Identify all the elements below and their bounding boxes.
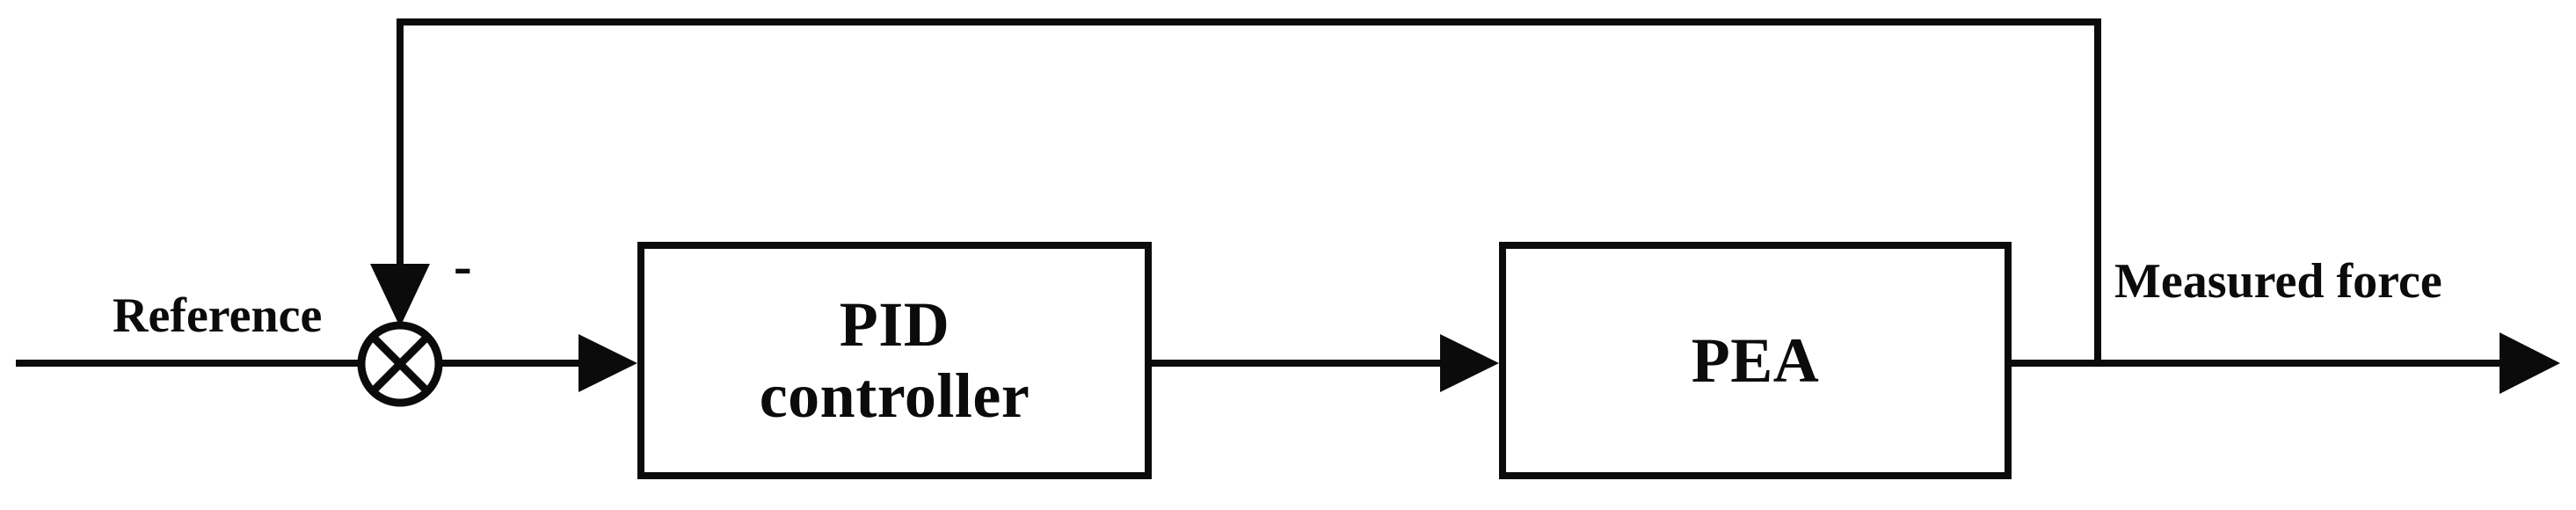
reference-signal-label: Reference: [113, 288, 323, 343]
arrowhead-into-summing-junction-icon: [370, 264, 430, 327]
summing-junction-minus-sign-label: -: [454, 237, 472, 296]
measured-force-signal-label: Measured force: [2114, 254, 2442, 309]
arrowhead-into-pea-icon: [1440, 334, 1499, 392]
arrowhead-output-icon: [2500, 332, 2560, 394]
summing-junction-cross-line-2: [369, 333, 431, 395]
block-pea[interactable]: PEA: [1499, 242, 2012, 479]
arrowhead-into-pid-icon: [579, 334, 637, 392]
block-pid-controller-label: PID controller: [759, 289, 1030, 431]
block-pid-controller[interactable]: PID controller: [637, 242, 1152, 479]
block-pea-label: PEA: [1691, 324, 1820, 396]
